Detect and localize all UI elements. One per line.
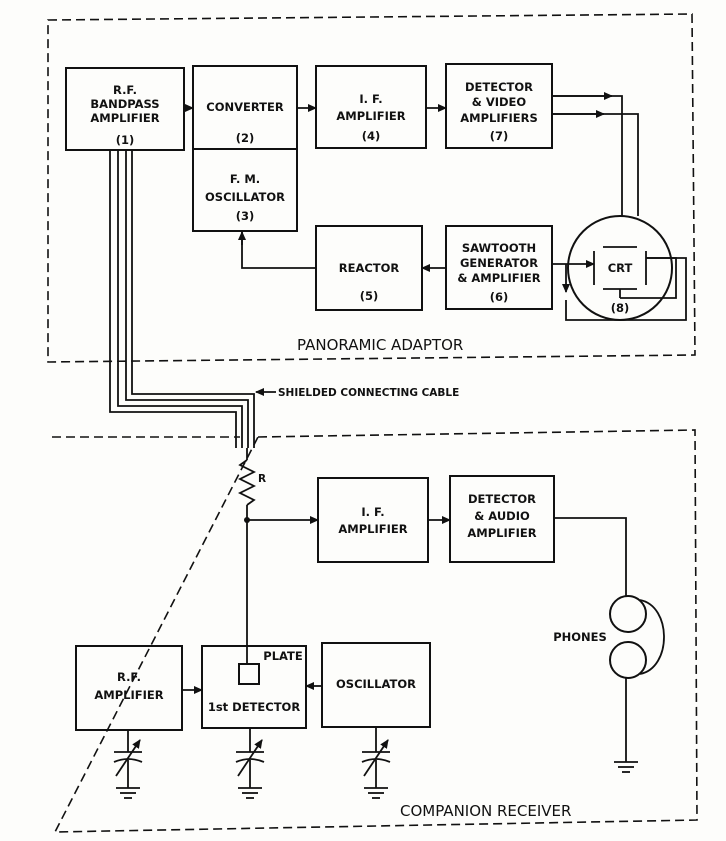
sawtooth-generator-block: SAWTOOTH GENERATOR & AMPLIFIER (6) bbox=[445, 225, 553, 310]
svg-text:AMPLIFIER: AMPLIFIER bbox=[94, 688, 163, 702]
first-detector-block: PLATE 1st DETECTOR bbox=[201, 645, 307, 729]
svg-text:& AMPLIFIER: & AMPLIFIER bbox=[457, 271, 540, 285]
svg-text:DETECTOR: DETECTOR bbox=[465, 80, 533, 94]
crt-number: (8) bbox=[611, 301, 630, 315]
svg-text:(2): (2) bbox=[236, 131, 255, 145]
receiver-signal-paths bbox=[182, 516, 627, 694]
tuning-capacitors bbox=[113, 727, 391, 799]
detector-audio-amplifier-block: DETECTOR & AUDIO AMPLIFIER bbox=[449, 475, 555, 563]
svg-text:I. F.: I. F. bbox=[359, 92, 382, 106]
svg-text:(1): (1) bbox=[116, 133, 135, 147]
svg-text:(5): (5) bbox=[360, 289, 379, 303]
svg-text:(7): (7) bbox=[490, 129, 509, 143]
detector-video-amplifiers-block: DETECTOR & VIDEO AMPLIFIERS (7) bbox=[445, 63, 553, 149]
reactor-block: REACTOR (5) bbox=[315, 225, 423, 311]
if-amplifier-block-adaptor: I. F. AMPLIFIER (4) bbox=[315, 65, 427, 149]
resistor-label: R bbox=[258, 473, 266, 485]
if-amplifier-block-receiver: I. F. AMPLIFIER bbox=[317, 477, 429, 563]
svg-text:(4): (4) bbox=[362, 129, 381, 143]
converter-block: CONVERTER (2) bbox=[192, 65, 298, 150]
adaptor-signal-paths bbox=[184, 92, 687, 321]
crt-tube: CRT (8) bbox=[567, 215, 673, 321]
svg-text:& VIDEO: & VIDEO bbox=[472, 95, 527, 109]
svg-text:AMPLIFIER: AMPLIFIER bbox=[90, 111, 159, 125]
svg-text:R.F.: R.F. bbox=[117, 670, 141, 684]
first-detector-label: 1st DETECTOR bbox=[208, 700, 301, 714]
cable-label: SHIELDED CONNECTING CABLE bbox=[278, 387, 459, 399]
svg-text:AMPLIFIER: AMPLIFIER bbox=[338, 522, 407, 536]
svg-text:R.F.: R.F. bbox=[113, 83, 137, 97]
svg-text:F. M.: F. M. bbox=[230, 172, 260, 186]
panoramic-adaptor-label: PANORAMIC ADAPTOR bbox=[297, 336, 463, 354]
rf-amplifier-block: R.F. AMPLIFIER bbox=[75, 645, 183, 731]
plate-label: PLATE bbox=[263, 649, 303, 663]
svg-text:& AUDIO: & AUDIO bbox=[474, 509, 530, 523]
svg-text:BANDPASS: BANDPASS bbox=[90, 97, 159, 111]
svg-text:AMPLIFIER: AMPLIFIER bbox=[336, 109, 405, 123]
svg-text:(6): (6) bbox=[490, 290, 509, 304]
svg-text:REACTOR: REACTOR bbox=[339, 261, 400, 275]
panoramic-adaptor-boundary bbox=[47, 13, 696, 363]
shielded-connecting-cable bbox=[109, 150, 255, 448]
svg-text:OSCILLATOR: OSCILLATOR bbox=[205, 190, 285, 204]
companion-receiver-boundary bbox=[52, 429, 698, 833]
svg-text:SAWTOOTH: SAWTOOTH bbox=[462, 241, 536, 255]
svg-text:DETECTOR: DETECTOR bbox=[468, 492, 536, 506]
resistor-r: R bbox=[237, 448, 266, 523]
svg-text:OSCILLATOR: OSCILLATOR bbox=[336, 677, 416, 691]
svg-text:(3): (3) bbox=[236, 209, 255, 223]
rf-bandpass-amplifier-block: R.F. BANDPASS AMPLIFIER (1) bbox=[65, 67, 185, 151]
svg-text:AMPLIFIERS: AMPLIFIERS bbox=[460, 111, 538, 125]
svg-text:CONVERTER: CONVERTER bbox=[206, 100, 284, 114]
phones-ground-icon bbox=[614, 761, 638, 773]
svg-text:AMPLIFIER: AMPLIFIER bbox=[467, 526, 536, 540]
oscillator-block: OSCILLATOR bbox=[321, 642, 431, 728]
svg-text:I. F.: I. F. bbox=[361, 505, 384, 519]
companion-receiver-label: COMPANION RECEIVER bbox=[400, 802, 571, 820]
phones-headset: PHONES bbox=[553, 595, 665, 762]
crt-label: CRT bbox=[608, 261, 633, 275]
fm-oscillator-block: F. M. OSCILLATOR (3) bbox=[192, 148, 298, 232]
phones-label: PHONES bbox=[553, 630, 607, 644]
svg-text:GENERATOR: GENERATOR bbox=[460, 256, 538, 270]
